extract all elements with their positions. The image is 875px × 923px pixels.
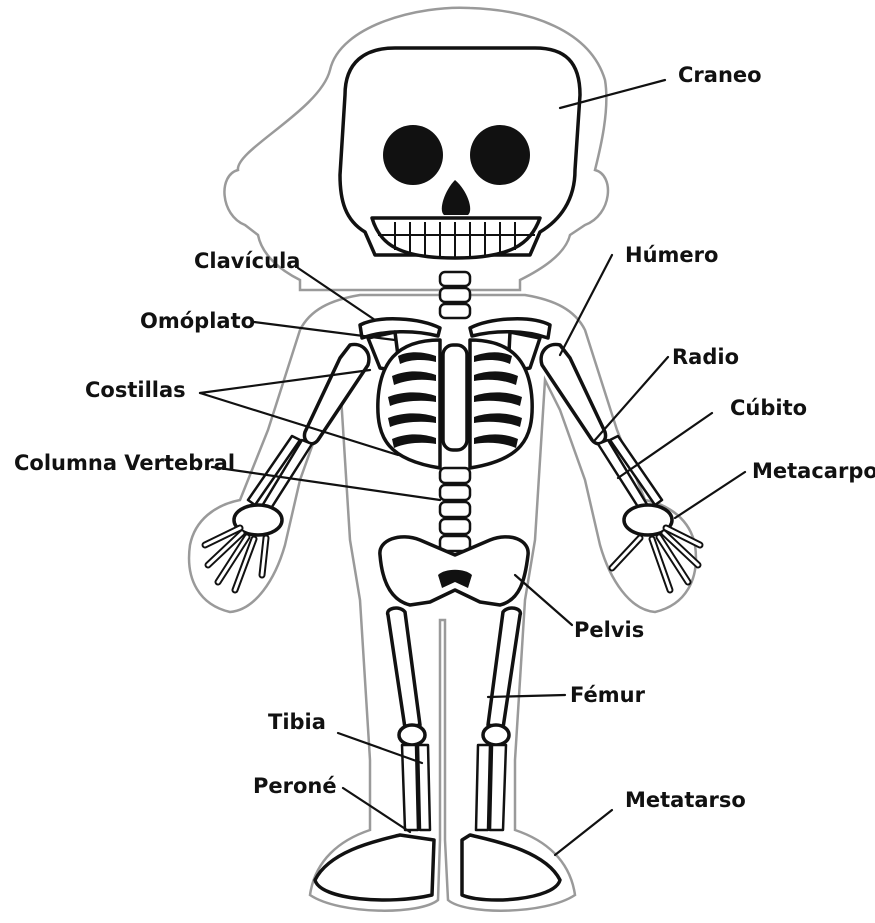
left-eye-socket xyxy=(383,125,443,185)
label-costillas: Costillas xyxy=(85,378,186,402)
spine xyxy=(440,468,470,551)
label-radio: Radio xyxy=(672,345,739,369)
label-perone: Peroné xyxy=(253,774,337,798)
label-omoplato: Omóplato xyxy=(140,309,255,333)
rib-cage xyxy=(378,340,532,468)
skull xyxy=(340,48,580,258)
label-metacarpo: Metacarpo xyxy=(752,459,875,483)
neck-vertebrae xyxy=(440,272,470,318)
label-tibia: Tibia xyxy=(268,710,326,734)
label-columna-vertebral: Columna Vertebral xyxy=(14,451,235,475)
sternum xyxy=(443,345,467,450)
label-cubito: Cúbito xyxy=(730,396,807,420)
label-humero: Húmero xyxy=(625,243,718,267)
label-metatarso: Metatarso xyxy=(625,788,746,812)
label-femur: Fémur xyxy=(570,683,646,707)
label-craneo: Craneo xyxy=(678,63,762,87)
label-pelvis: Pelvis xyxy=(574,618,644,642)
right-eye-socket xyxy=(470,125,530,185)
label-clavicula: Clavícula xyxy=(194,249,300,273)
